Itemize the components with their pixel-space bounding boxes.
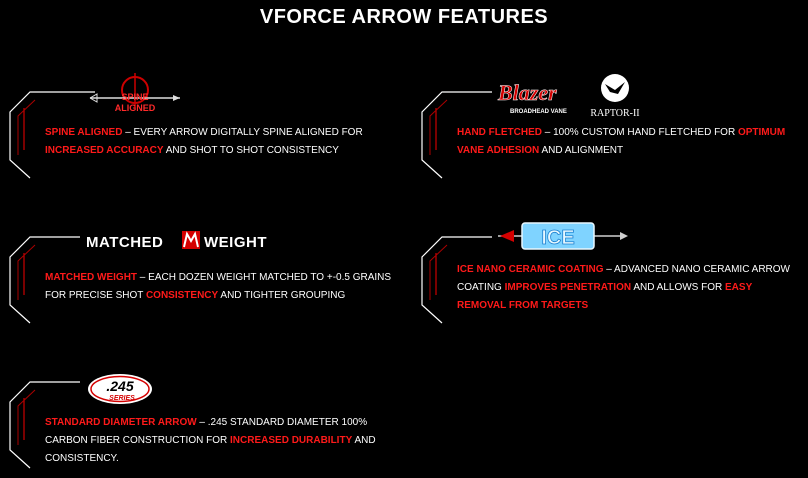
matched-weight-logo: MATCHED WEIGHT (86, 229, 286, 253)
spine-aligned-logo: SPINE ALIGNED (85, 68, 185, 116)
feature-text: – ADVANCED NANO CERAMIC ARROW COATING (457, 264, 790, 293)
feature-hand-fletched: Blazer BROADHEAD VANE RAPTOR-II HAND FLE… (412, 60, 808, 180)
feature-name: MATCHED WEIGHT (45, 272, 138, 283)
feature-description: MATCHED WEIGHT – EACH DOZEN WEIGHT MATCH… (45, 269, 405, 305)
ice-logo: ICE (496, 217, 636, 253)
blazer-icon: Blazer BROADHEAD VANE (497, 80, 567, 115)
bracket-decoration (9, 91, 95, 179)
feature-highlight: CONSISTENCY (145, 290, 219, 301)
series-245-icon: .245 SERIES (88, 374, 152, 404)
feature-highlight: IMPROVES PENETRATION (504, 282, 632, 293)
feature-text: – EVERY ARROW DIGITALLY SPINE ALIGNED FO… (122, 127, 363, 138)
blazer-logo: Blazer BROADHEAD VANE (496, 78, 576, 118)
feature-text: AND ALIGNMENT (539, 145, 624, 156)
feature-description: SPINE ALIGNED – EVERY ARROW DIGITALLY SP… (45, 124, 380, 160)
logo-text-blazer: Blazer (497, 80, 557, 105)
feature-name: STANDARD DIAMETER ARROW (45, 417, 197, 428)
logo-text-raptor: RAPTOR-II (590, 108, 639, 119)
feature-description: HAND FLETCHED – 100% CUSTOM HAND FLETCHE… (457, 124, 797, 160)
raptor-icon: RAPTOR-II (590, 74, 640, 119)
feature-name: SPINE ALIGNED (45, 127, 123, 138)
raptor-logo: RAPTOR-II (590, 70, 640, 120)
feature-text: – EACH DOZEN WEIGHT MATCHED TO +-0.5 GRA… (45, 272, 392, 301)
feature-text: – .245 STANDARD DIAMETER 100% CARBON FIB… (45, 417, 368, 446)
bracket-decoration (9, 236, 80, 324)
logo-text-series: SERIES (109, 395, 135, 402)
feature-text: – 100% CUSTOM HAND FLETCHED FOR (542, 127, 738, 138)
feature-text: AND TIGHTER GROUPING (218, 290, 346, 301)
feature-name: ICE NANO CERAMIC COATING (457, 264, 604, 275)
feature-text: AND SHOT TO SHOT CONSISTENCY (163, 145, 339, 156)
feature-spine-aligned: SPINE ALIGNED SPINE ALIGNED – EVERY ARRO… (0, 60, 400, 180)
page-title: VFORCE ARROW FEATURES (259, 6, 549, 28)
feature-name: HAND FLETCHED (457, 127, 542, 138)
spine-aligned-icon: SPINE ALIGNED (89, 73, 180, 113)
matched-weight-icon: MATCHED WEIGHT (86, 231, 267, 251)
logo-text-matched: MATCHED (86, 234, 163, 251)
bracket-decoration (421, 236, 492, 324)
bracket-decoration (9, 381, 80, 469)
feature-ice-coating: ICE ICE NANO CERAMIC COATING – ADVANCED … (412, 205, 808, 325)
feature-highlight: OPTIMUM VANE ADHESION (457, 127, 786, 156)
logo-text-ice: ICE (541, 227, 574, 249)
feature-description: ICE NANO CERAMIC COATING – ADVANCED NANO… (457, 261, 802, 315)
logo-text-245: .245 (106, 378, 133, 394)
feature-matched-weight: MATCHED WEIGHT MATCHED WEIGHT – EACH DOZ… (0, 205, 400, 325)
feature-highlight: INCREASED ACCURACY (45, 145, 164, 156)
logo-text-weight: WEIGHT (204, 234, 267, 251)
feature-description: STANDARD DIAMETER ARROW – .245 STANDARD … (45, 414, 410, 468)
feature-highlight: INCREASED DURABILITY (230, 435, 353, 446)
feature-highlight: EASY REMOVAL FROM TARGETS (457, 282, 753, 311)
ice-icon: ICE (498, 222, 628, 250)
feature-text: AND ALLOWS FOR (631, 282, 726, 293)
logo-text-aligned: ALIGNED (115, 103, 156, 113)
logo-text-spine: SPINE (121, 92, 148, 102)
feature-text: AND CONSISTENCY. (45, 435, 376, 464)
logo-text-broadhead-vane: BROADHEAD VANE (510, 109, 567, 115)
feature-standard-diameter: .245 SERIES STANDARD DIAMETER ARROW – .2… (0, 350, 420, 478)
bracket-decoration (421, 91, 492, 179)
series-245-logo: .245 SERIES (86, 372, 154, 406)
